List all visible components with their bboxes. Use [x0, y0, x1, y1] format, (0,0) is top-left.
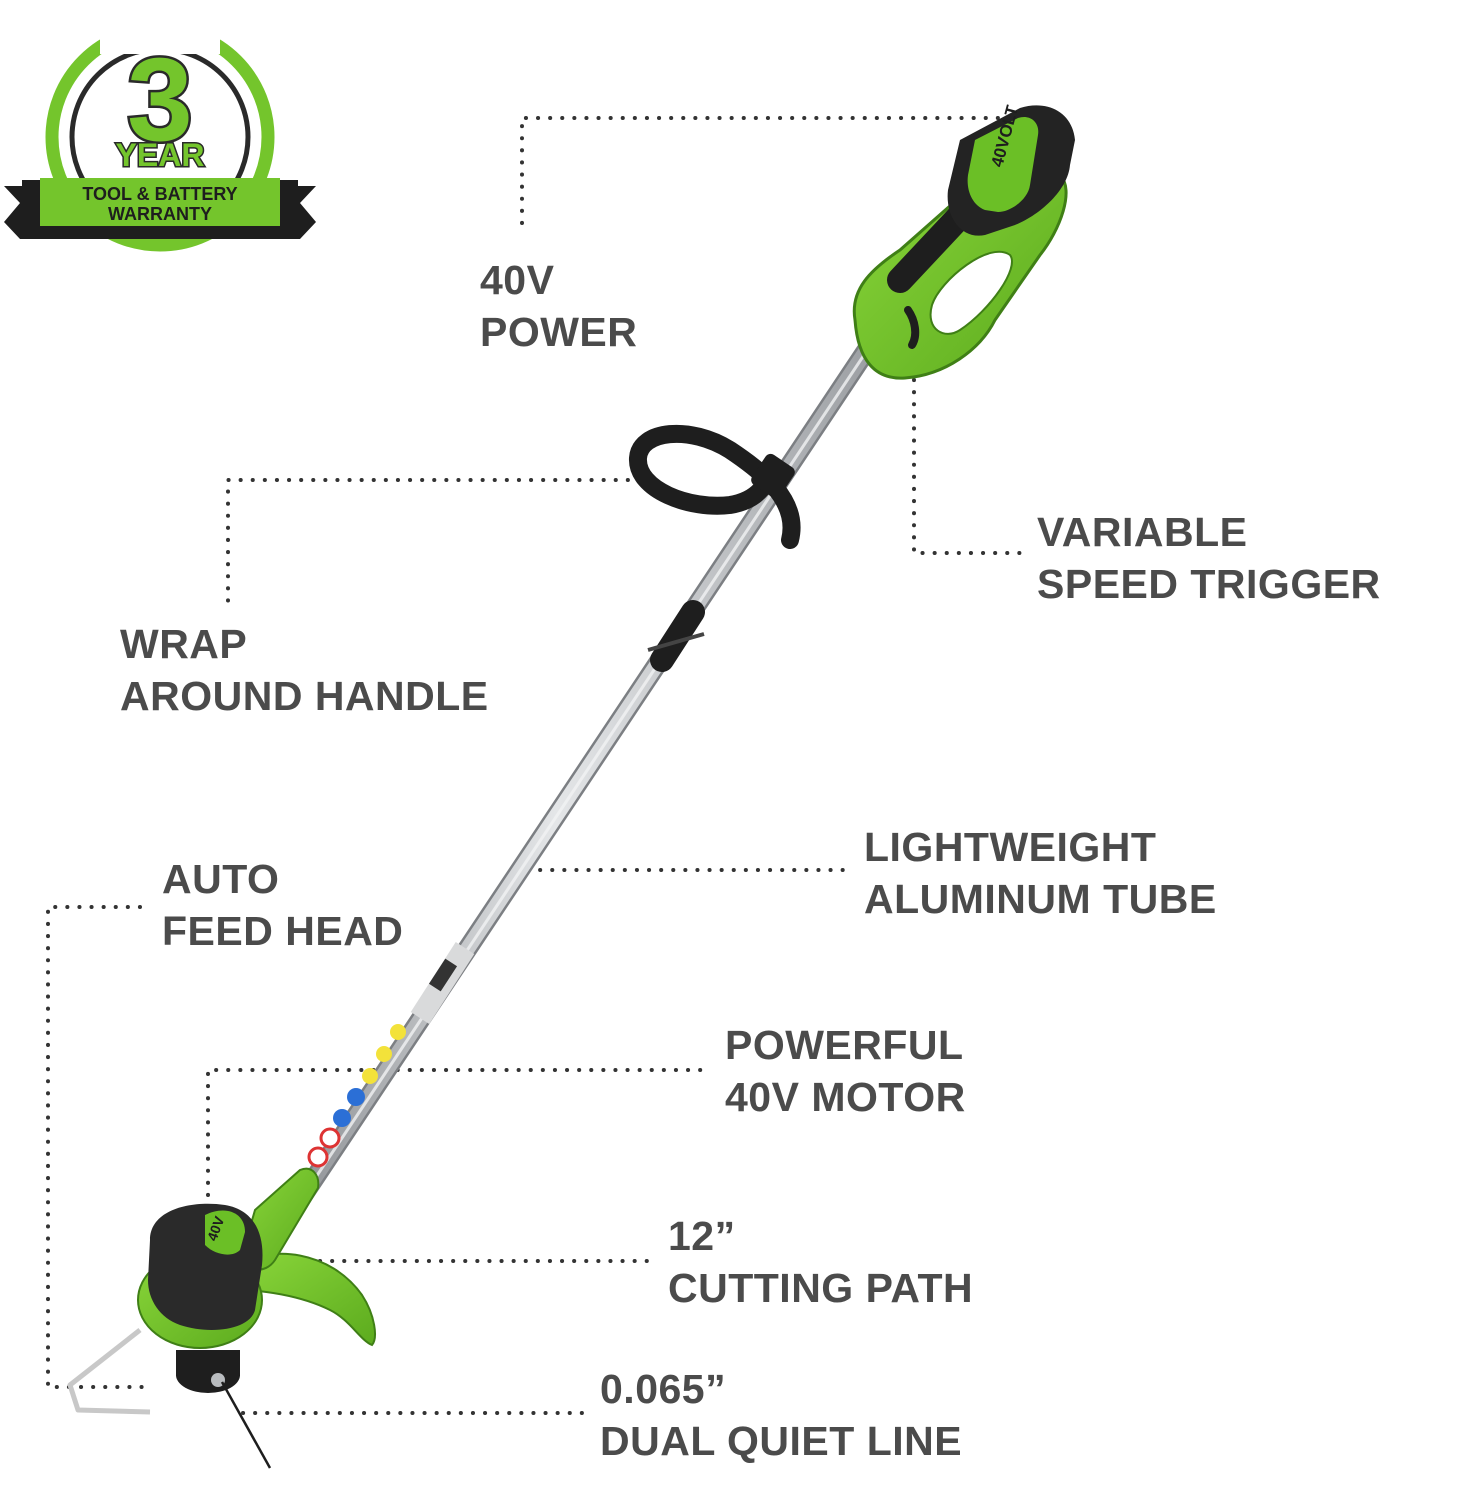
label-dual-quiet-line: 0.065” DUAL QUIET LINE [600, 1363, 962, 1467]
label-feed-line1: AUTO [162, 856, 280, 902]
label-wrap-around-handle: WRAP AROUND HANDLE [120, 618, 489, 722]
label-motor-line1: POWERFUL [725, 1022, 964, 1068]
label-trigger-line2: SPEED TRIGGER [1037, 561, 1381, 607]
label-path-line1: 12” [668, 1213, 736, 1259]
label-tube-line1: LIGHTWEIGHT [864, 824, 1157, 870]
label-variable-speed-trigger: VARIABLE SPEED TRIGGER [1037, 506, 1381, 610]
badge-line2: WARRANTY [108, 204, 212, 224]
label-40v-power: 40V POWER [480, 254, 637, 358]
label-line-line1: 0.065” [600, 1366, 727, 1412]
label-motor-line2: 40V MOTOR [725, 1074, 966, 1120]
label-handle-line2: AROUND HANDLE [120, 673, 489, 719]
label-path-line2: CUTTING PATH [668, 1265, 974, 1311]
label-40v-power-line1: 40V [480, 257, 555, 303]
label-feed-line2: FEED HEAD [162, 908, 404, 954]
badge-number: 3 [127, 34, 193, 166]
leader-handle [226, 478, 642, 607]
trimmer-head: 40V [67, 1167, 376, 1469]
leader-lines [46, 116, 1022, 1415]
label-line-line2: DUAL QUIET LINE [600, 1418, 963, 1464]
label-auto-feed-head: AUTO FEED HEAD [162, 853, 403, 957]
label-40v-power-line2: POWER [480, 309, 638, 355]
label-trigger-line1: VARIABLE [1037, 509, 1248, 555]
badge-year: YEAR [116, 137, 205, 173]
label-12-cutting-path: 12” CUTTING PATH [668, 1210, 973, 1314]
label-lightweight-aluminum-tube: LIGHTWEIGHT ALUMINUM TUBE [864, 821, 1217, 925]
rear-handle-housing: 40VOLT [852, 103, 1075, 380]
leader-trigger [912, 378, 1022, 555]
badge-line1: TOOL & BATTERY [82, 184, 237, 204]
leader-motor [206, 1068, 707, 1197]
label-powerful-40v-motor: POWERFUL 40V MOTOR [725, 1019, 966, 1123]
leader-feed [46, 905, 152, 1389]
label-tube-line2: ALUMINUM TUBE [864, 876, 1217, 922]
wrap-handle [629, 424, 801, 549]
warranty-badge: 3 YEAR TOOL & BATTERY WARRANTY [4, 14, 316, 252]
label-handle-line1: WRAP [120, 621, 248, 667]
